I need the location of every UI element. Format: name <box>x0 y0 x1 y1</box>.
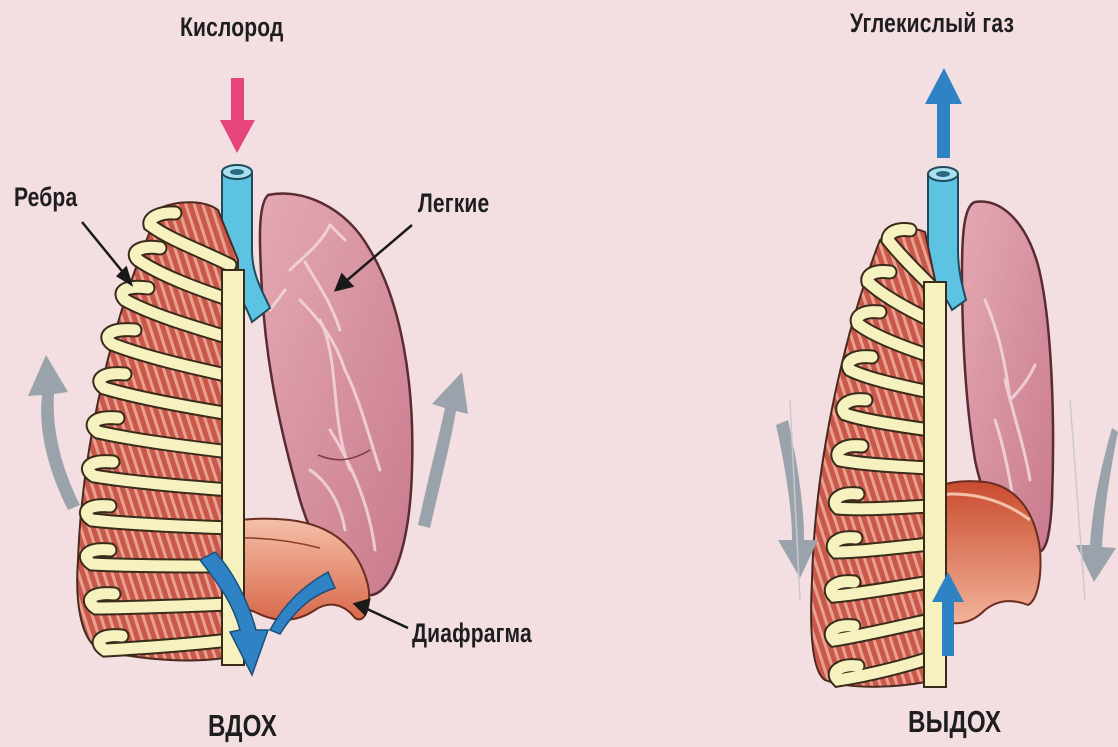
co2-label: Углекислый газ <box>850 8 1014 39</box>
left-panel-ribcage <box>77 202 244 665</box>
oxygen-arrow <box>220 78 255 153</box>
ribs-down-arrow-right <box>1070 400 1118 600</box>
oxygen-label: Кислород <box>180 12 284 43</box>
ribs-up-arrow-left <box>28 355 80 510</box>
lungs-label: Легкие <box>418 188 489 219</box>
exhale-panel <box>776 68 1118 687</box>
ribs-up-arrow-right <box>418 372 468 528</box>
co2-arrow <box>925 68 962 158</box>
diaphragm-label: Диафрагма <box>412 618 532 649</box>
ribs-label: Ребра <box>14 182 77 213</box>
inhale-panel <box>28 78 468 675</box>
inhale-caption: ВДОХ <box>208 708 277 744</box>
right-panel-ribcage <box>811 229 946 687</box>
exhale-caption: ВЫДОХ <box>908 704 1001 740</box>
